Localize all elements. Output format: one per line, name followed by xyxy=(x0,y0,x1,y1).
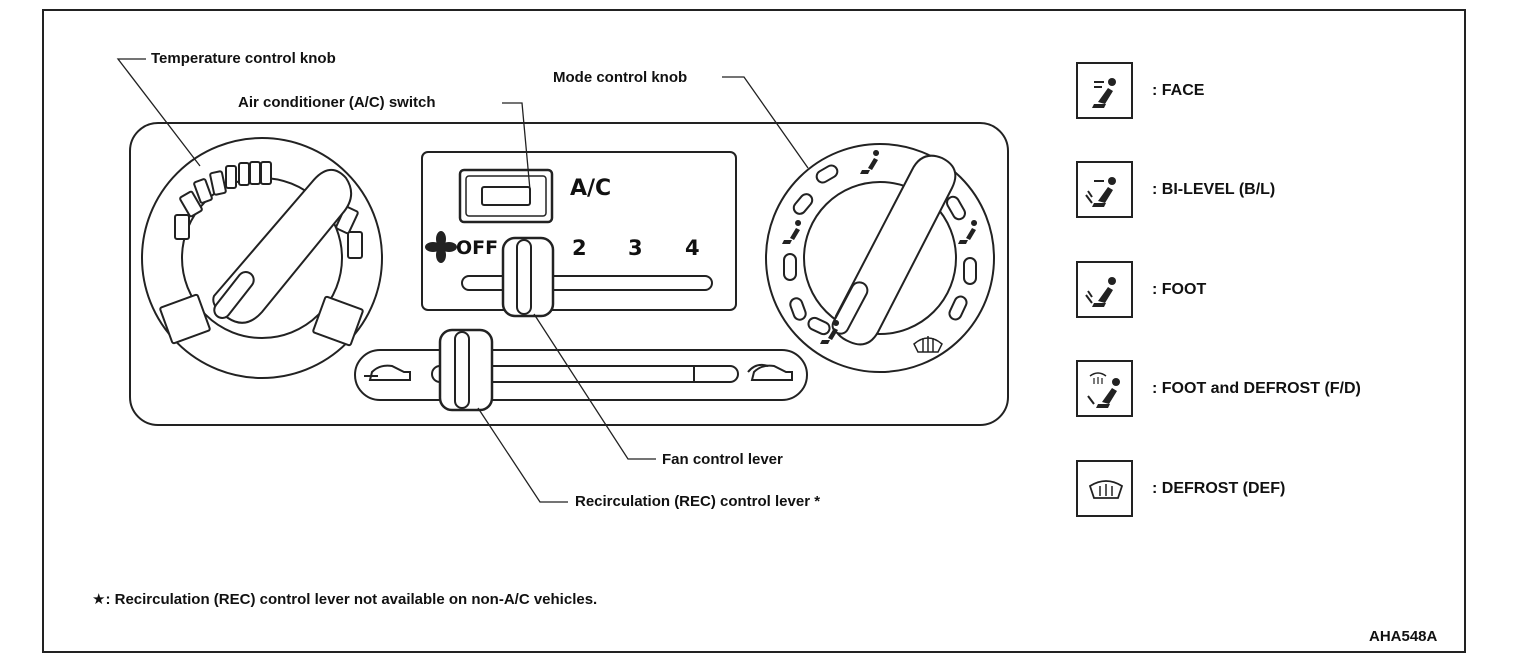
temperature-control-knob xyxy=(141,137,383,379)
label-fan-control-lever: Fan control lever xyxy=(662,451,783,468)
fan-speed-3: 3 xyxy=(628,236,643,260)
leader-lines xyxy=(116,58,809,503)
legend-text-defrost: : DEFROST (DEF) xyxy=(1152,480,1286,497)
mode-control-knob xyxy=(765,143,995,373)
bi-level-icon xyxy=(1076,161,1133,218)
label-rec-control-lever: Recirculation (REC) control lever * xyxy=(575,493,821,510)
fresh-air-car-icon xyxy=(364,364,411,381)
legend-item-face: : FACE xyxy=(1076,62,1496,122)
defrost-icon xyxy=(1076,460,1133,517)
legend-item-defrost: : DEFROST (DEF) xyxy=(1076,460,1496,520)
fan-off-label: OFF xyxy=(456,237,499,259)
defrost-dial-icon xyxy=(913,336,943,353)
ac-switch-label: A/C xyxy=(570,176,612,201)
rec-control-lever[interactable] xyxy=(438,328,494,412)
fan-icon xyxy=(425,231,457,263)
foot-icon xyxy=(1076,261,1133,318)
foot-defrost-icon xyxy=(1076,360,1133,417)
fan-control-lever[interactable] xyxy=(501,236,555,318)
recirculation-car-icon xyxy=(747,363,793,381)
legend-text-face: : FACE xyxy=(1152,82,1205,99)
fan-speed-4: 4 xyxy=(685,236,700,260)
label-ac-switch: Air conditioner (A/C) switch xyxy=(238,94,436,111)
figure-frame xyxy=(42,9,1466,653)
legend-text-foot-defrost: : FOOT and DEFROST (F/D) xyxy=(1152,380,1361,397)
rec-lever-track xyxy=(354,349,808,401)
legend-item-bi-level: : BI-LEVEL (B/L) xyxy=(1076,161,1496,221)
legend-text-bi-level: : BI-LEVEL (B/L) xyxy=(1152,181,1276,198)
fan-speed-2: 2 xyxy=(572,236,587,260)
label-mode-control-knob: Mode control knob xyxy=(553,69,688,86)
legend-item-foot: : FOOT xyxy=(1076,261,1496,321)
label-temperature-control-knob: Temperature control knob xyxy=(151,50,336,67)
face-vent-icon xyxy=(1076,62,1133,119)
ac-switch-button[interactable] xyxy=(458,168,554,224)
footnote: ★: Recirculation (REC) control lever not… xyxy=(92,591,598,608)
fan-lever-track xyxy=(461,275,713,291)
legend-item-foot-defrost: : FOOT and DEFROST (F/D) xyxy=(1076,360,1496,420)
legend-text-foot: : FOOT xyxy=(1152,281,1207,298)
figure-code: AHA548A xyxy=(1369,628,1438,645)
